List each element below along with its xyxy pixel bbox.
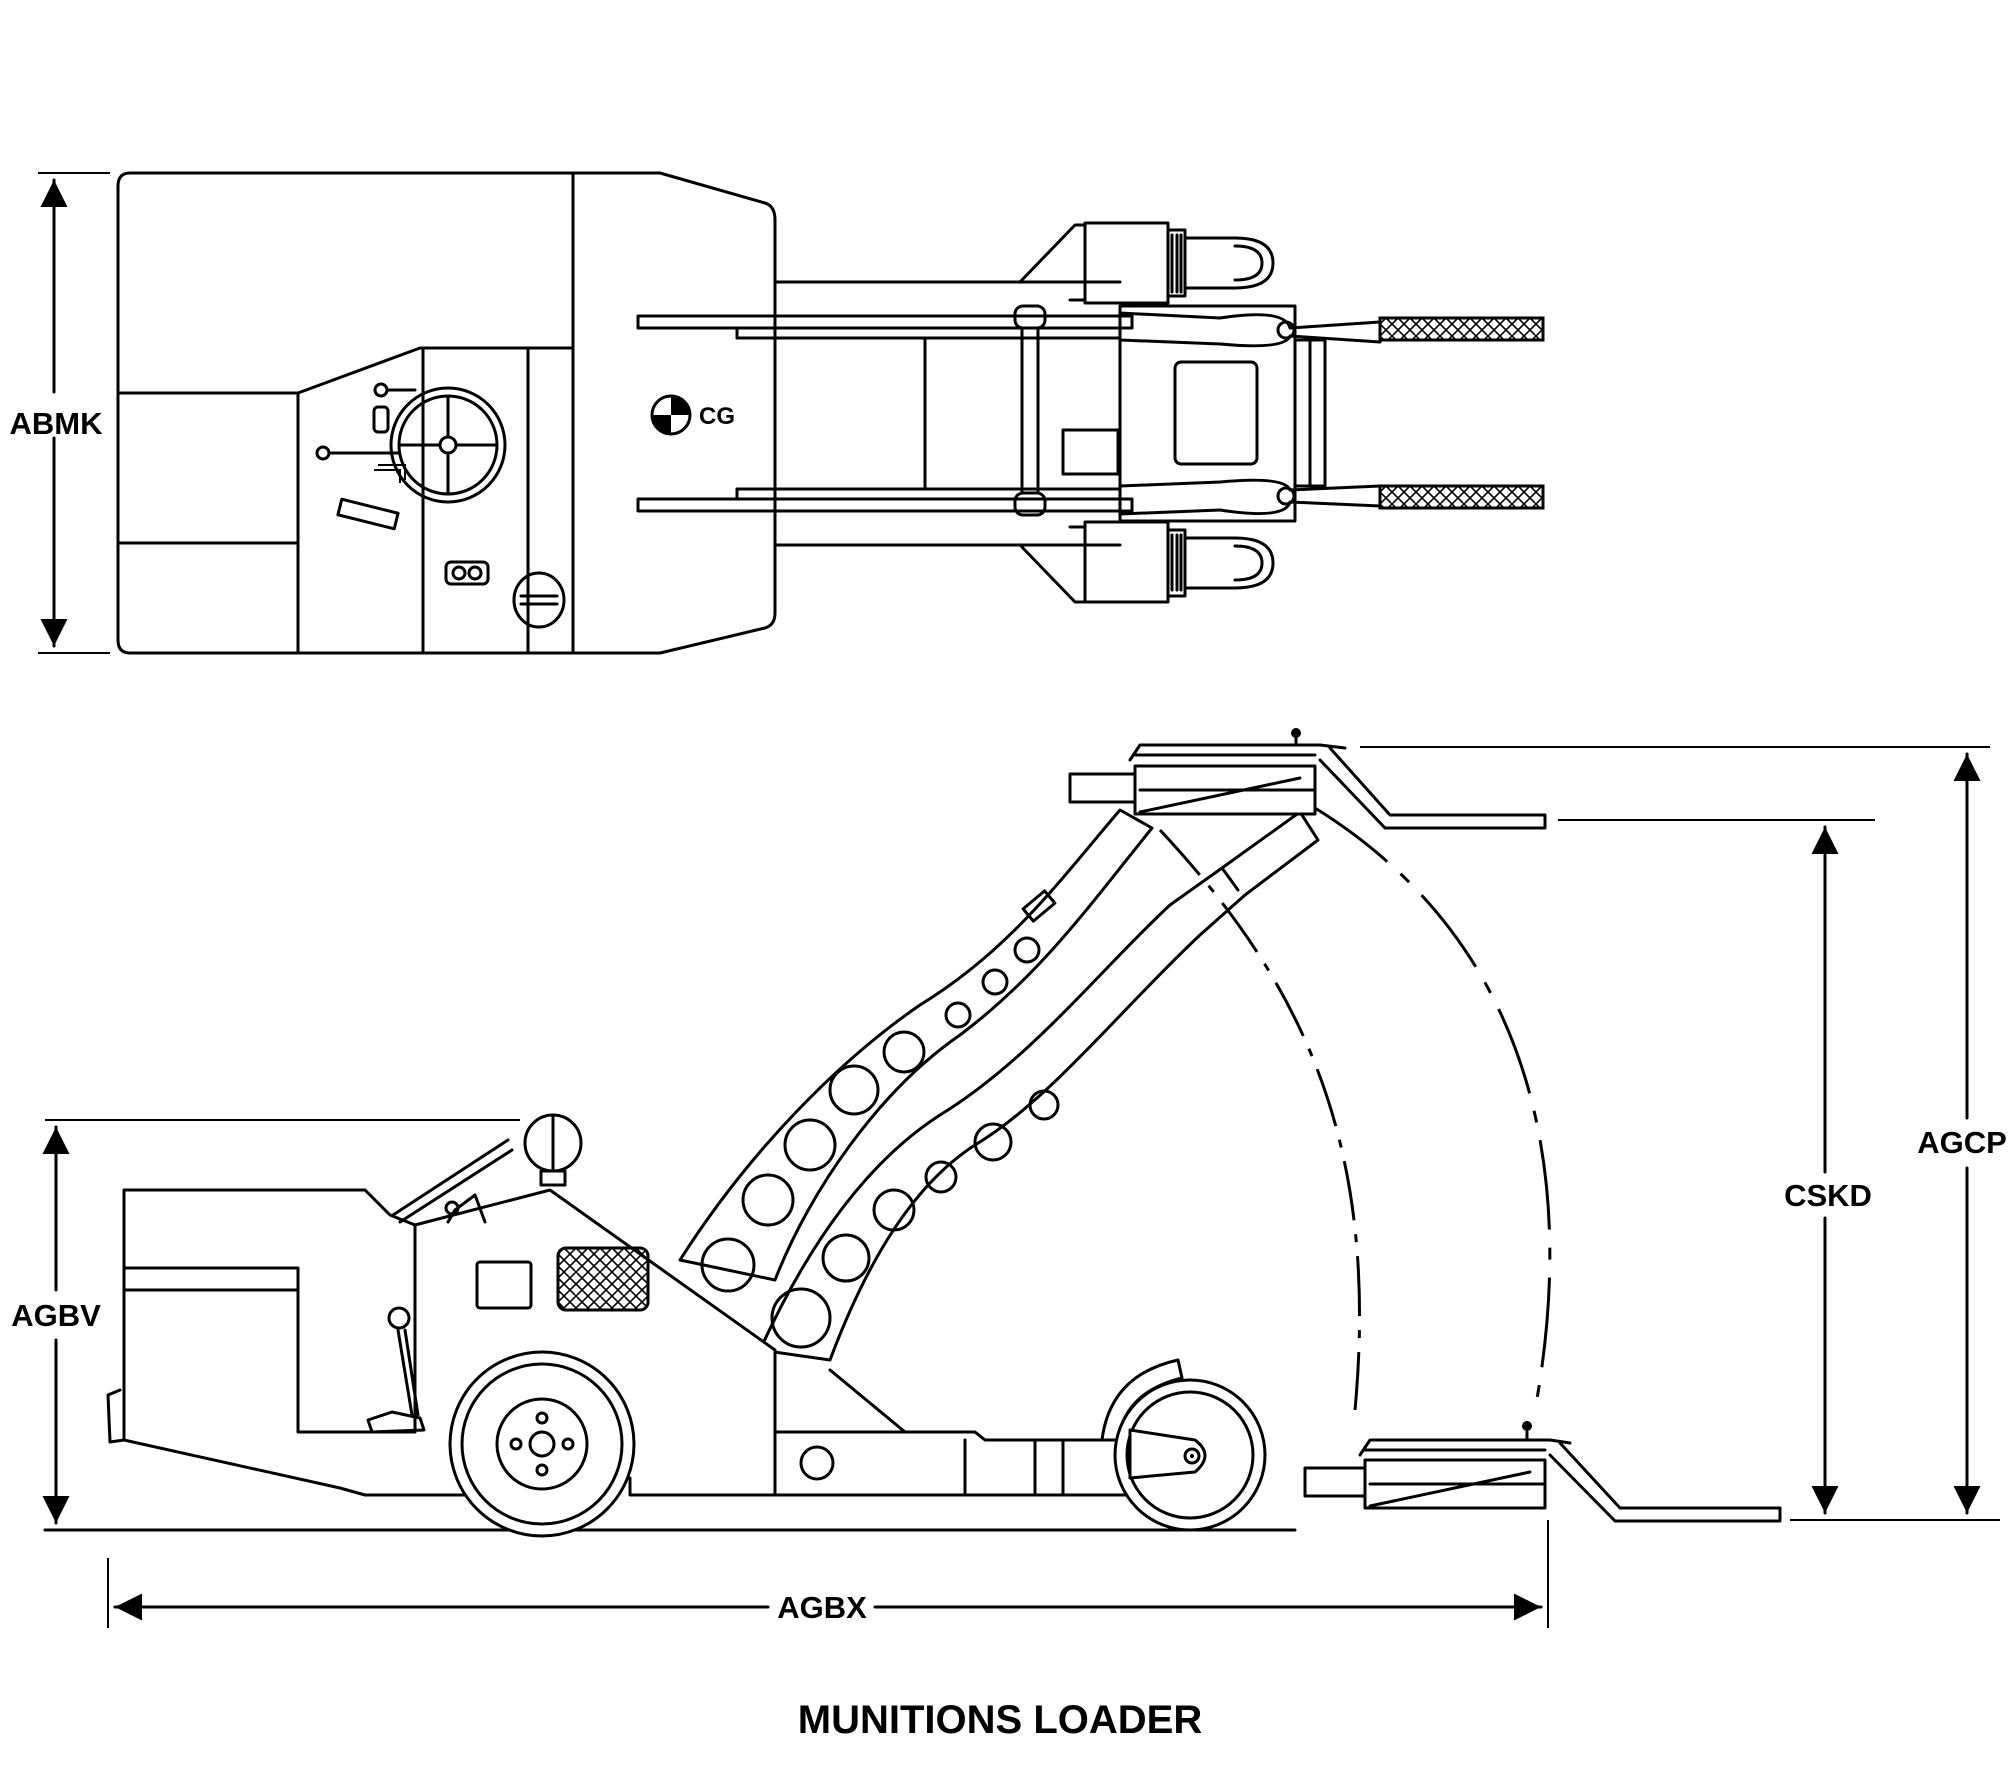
dim-label-agcp: AGCP	[1917, 1125, 2007, 1160]
cg-label: CG	[699, 403, 735, 430]
boom-holes	[700, 936, 1060, 1349]
steering-wheel-icon	[389, 386, 507, 504]
cg-marker-icon	[650, 394, 692, 436]
diagram-title: MUNITIONS LOADER	[798, 1698, 1203, 1742]
side-view: AGBV AGBX CSKD AGCP	[11, 728, 2007, 1628]
front-wheel-icon	[448, 1350, 636, 1538]
top-view: CG	[10, 171, 1545, 655]
dim-label-cskd: CSKD	[1784, 1178, 1872, 1213]
rear-wheel-icon	[1100, 1358, 1267, 1532]
dim-label-agbv: AGBV	[11, 1298, 101, 1333]
fuel-cap-icon	[512, 571, 566, 629]
dim-label-abmk: ABMK	[10, 406, 104, 441]
beacon-light-icon	[523, 1113, 583, 1187]
dim-label-agbx: AGBX	[777, 1590, 867, 1625]
